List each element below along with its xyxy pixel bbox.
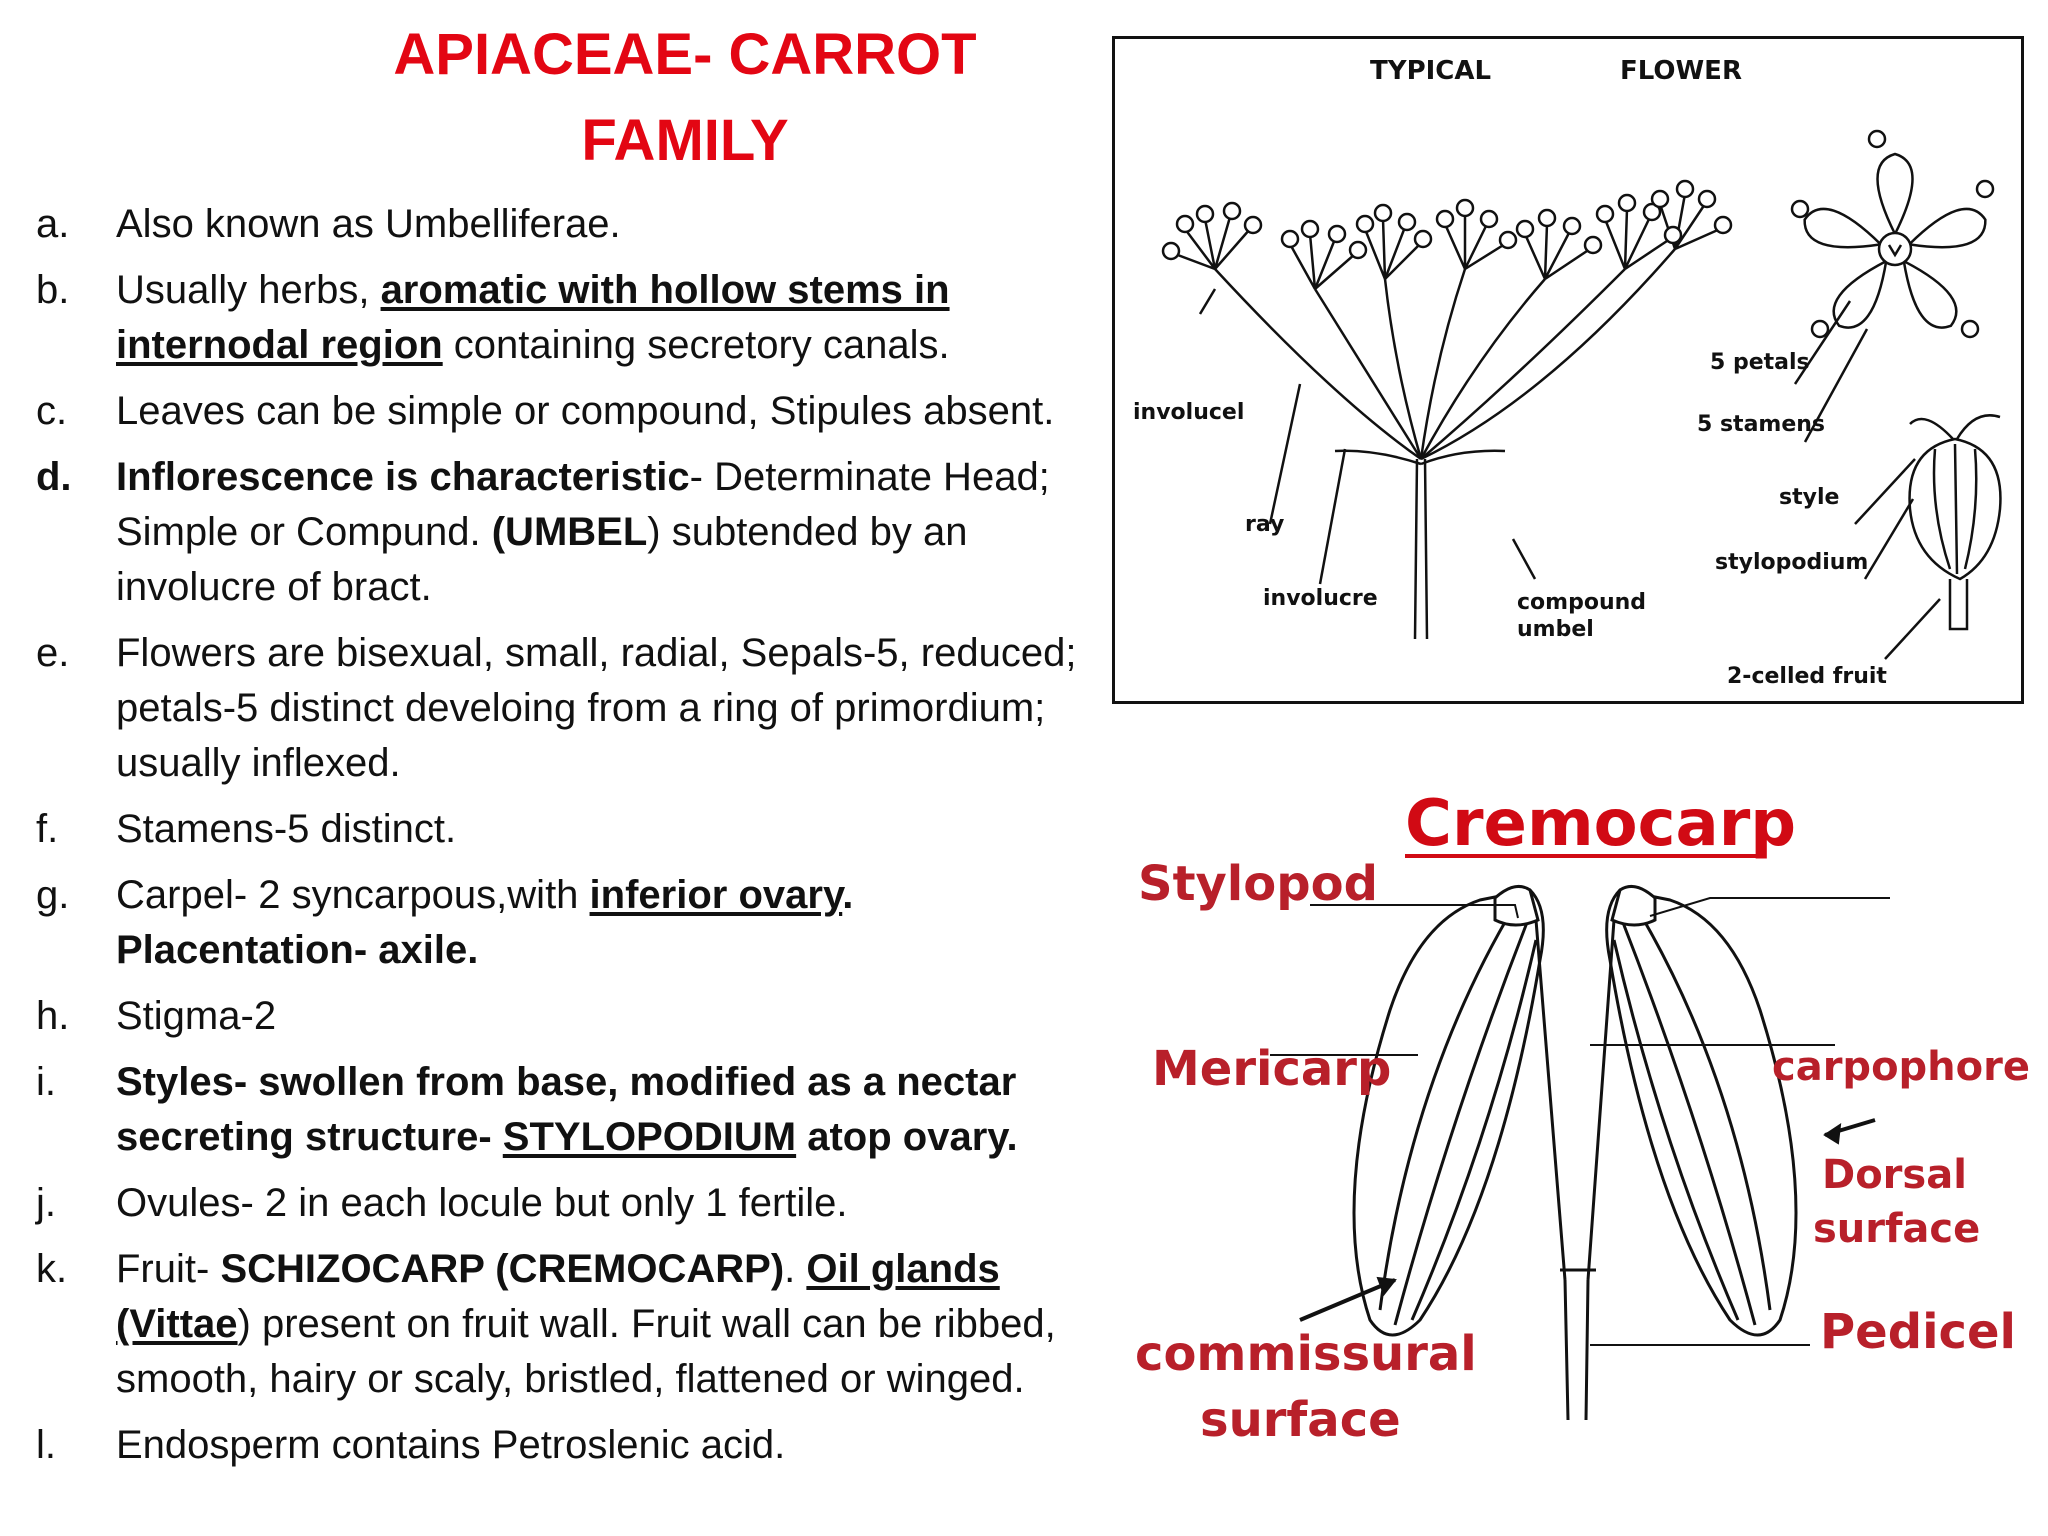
item-emphasis: SCHIZOCARP (CREMOCARP): [220, 1247, 785, 1291]
item-text: Leaves can be simple or compound, Stipul…: [116, 389, 1055, 433]
item-text: Flowers are bisexual, small, radial, Sep…: [116, 631, 1077, 785]
label-dorsal-surface: surface: [1813, 1206, 1980, 1252]
label-compound: compound: [1517, 590, 1646, 615]
item-emphasis: Inflorescence is characteristic: [116, 455, 690, 499]
list-item-a: a. Also known as Umbelliferae.: [36, 197, 1096, 252]
item-letter: g.: [36, 873, 70, 917]
list-item-j: j. Ovules- 2 in each locule but only 1 f…: [36, 1176, 1096, 1231]
heading-flower: FLOWER: [1620, 56, 1742, 86]
label-commissural-surface: surface: [1200, 1392, 1401, 1448]
label-dorsal: Dorsal: [1822, 1152, 1967, 1198]
item-emphasis: Styles- swollen from base, modified as a…: [116, 1060, 1017, 1159]
item-letter: k.: [36, 1247, 68, 1291]
cremocarp-title: Cremocarp: [1405, 787, 1796, 861]
list-item-i: i. Styles- swollen from base, modified a…: [36, 1055, 1096, 1165]
label-commissural: commissural: [1135, 1326, 1477, 1382]
list-item-g: g. Carpel- 2 syncarpous,with inferior ov…: [36, 868, 1096, 978]
item-emphasis: Oil glands (Vittae: [116, 1247, 1000, 1346]
item-emphasis: .: [842, 873, 854, 917]
item-text: Endosperm contains Petroslenic acid.: [116, 1423, 786, 1467]
item-emphasis: aromatic with hollow stems in internodal…: [116, 268, 950, 367]
item-text: Stamens-5 distinct.: [116, 807, 457, 851]
item-text: ) subtended by an involucre of bract.: [116, 510, 968, 609]
item-emphasis: STYLOPODIUM: [502, 1115, 797, 1159]
item-letter: d.: [36, 455, 72, 499]
list-item-f: f. Stamens-5 distinct.: [36, 802, 1096, 857]
heading-typical: TYPICAL: [1370, 56, 1491, 86]
item-letter: e.: [36, 631, 70, 675]
page-title: APIACEAE- CARROT FAMILY: [340, 12, 1030, 184]
list-item-b: b. Usually herbs, aromatic with hollow s…: [36, 263, 1096, 373]
item-text: .: [784, 1247, 807, 1291]
list-item-h: h. Stigma-2: [36, 989, 1096, 1044]
item-emphasis: Placentation- axile.: [116, 928, 479, 972]
label-involucre: involucre: [1263, 586, 1378, 611]
item-letter: f.: [36, 807, 59, 851]
item-letter: l.: [36, 1423, 56, 1467]
item-text: Ovules- 2 in each locule but only 1 fert…: [116, 1181, 848, 1225]
item-letter: i.: [36, 1060, 56, 1104]
item-letter: b.: [36, 268, 70, 312]
label-mericarp: Mericarp: [1152, 1041, 1391, 1097]
umbel-diagram-drawing: TYPICAL FLOWER involucel ray involucre c…: [1133, 56, 2002, 689]
characteristics-list: a. Also known as Umbelliferae. b. Usuall…: [36, 197, 1096, 1484]
item-text: Also known as Umbelliferae.: [116, 202, 621, 246]
item-text: Carpel- 2 syncarpous,with: [116, 873, 590, 917]
item-emphasis: atop ovary.: [796, 1115, 1018, 1159]
item-letter: c.: [36, 389, 68, 433]
label-stylopod: Stylopod: [1138, 856, 1378, 912]
label-5-petals: 5 petals: [1710, 350, 1810, 375]
item-emphasis: (UMBEL: [491, 510, 648, 554]
item-text: Usually herbs,: [116, 268, 381, 312]
list-item-c: c. Leaves can be simple or compound, Sti…: [36, 384, 1096, 439]
cremocarp-diagram: Cremocarp: [1120, 780, 2030, 1520]
label-involucel: involucel: [1133, 400, 1244, 425]
item-text: containing secretory canals.: [442, 323, 950, 367]
label-umbel: umbel: [1517, 617, 1594, 642]
item-text: - Determinate Head; Simple or Compund.: [116, 455, 1050, 554]
label-5-stamens: 5 stamens: [1697, 412, 1825, 437]
item-emphasis: inferior ovary: [589, 873, 843, 917]
label-style: style: [1779, 485, 1839, 510]
list-item-k: k. Fruit- SCHIZOCARP (CREMOCARP). Oil gl…: [36, 1242, 1096, 1407]
item-letter: h.: [36, 994, 70, 1038]
label-stylopodium: stylopodium: [1715, 550, 1868, 575]
label-ray: ray: [1245, 512, 1284, 537]
label-pedicel: Pedicel: [1820, 1304, 2016, 1360]
umbel-diagram: TYPICAL FLOWER involucel ray involucre c…: [1112, 36, 2024, 704]
item-letter: a.: [36, 202, 70, 246]
list-item-d: d. Inflorescence is characteristic- Dete…: [36, 450, 1096, 615]
title-line-1: APIACEAE- CARROT: [393, 22, 977, 87]
label-carpophore: carpophore: [1772, 1044, 2030, 1090]
list-item-e: e. Flowers are bisexual, small, radial, …: [36, 626, 1096, 791]
list-item-l: l. Endosperm contains Petroslenic acid.: [36, 1418, 1096, 1473]
title-line-2: FAMILY: [581, 108, 789, 173]
item-letter: j.: [36, 1181, 56, 1225]
item-text: Stigma-2: [116, 994, 277, 1038]
label-2-celled-fruit: 2-celled fruit: [1727, 664, 1887, 689]
cremocarp-drawing: Cremocarp: [1135, 787, 2030, 1448]
item-text: ) present on fruit wall. Fruit wall can …: [116, 1302, 1056, 1401]
item-text: Fruit-: [116, 1247, 221, 1291]
